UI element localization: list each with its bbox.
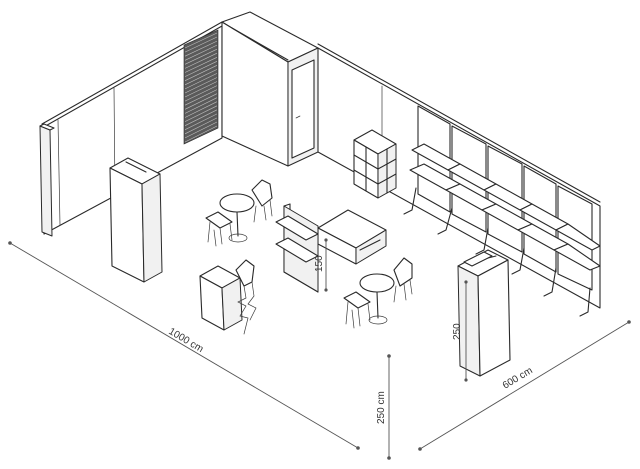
slat-line [184,65,218,81]
wall-shelves [409,143,601,271]
slatted-panel [183,29,219,145]
counter-height-label: 150 [314,255,325,272]
bistro-set-1 [205,179,273,247]
slat-line [184,113,218,130]
reception-desk [199,259,257,335]
wall-height-label: 250 cm [376,391,387,424]
right-column [457,249,511,377]
slat-line [184,69,218,86]
slat-line [184,73,218,90]
slat-lines [184,32,218,143]
slat-line [184,109,218,126]
bistro-set-2 [343,257,413,329]
shelf-brackets [403,187,591,317]
slat-line [184,57,218,73]
left-column [109,157,163,283]
slat-line [184,81,218,98]
column-height-label: 250 [452,323,463,340]
slat-line [184,44,218,61]
dimension-width: 600 cm [418,320,631,451]
storage-room [221,11,319,167]
slat-line [184,93,218,110]
slat-line [184,125,218,143]
slat-line [184,97,218,114]
storage-door [291,59,315,159]
slat-line [184,32,218,49]
slat-line [184,105,218,122]
cube-shelf-unit [353,129,397,199]
slat-line [184,61,218,77]
slat-line [184,101,218,118]
dimension-column: 250 [452,280,468,382]
length-label: 1000 cm [166,326,205,355]
dimension-height: 250 cm [376,354,391,460]
front-display-shelf [275,203,319,293]
center-counter [317,209,387,265]
slat-line [184,77,218,94]
slat-line [184,52,218,69]
dimension-150: 150 [314,238,328,292]
left-end-panel [39,123,55,237]
slat-line [184,117,218,135]
slat-line [184,121,218,139]
width-label: 600 cm [501,365,535,391]
slat-line [184,48,218,65]
slat-line [184,40,218,57]
slat-line [184,89,218,106]
slat-line [184,36,218,53]
slat-line [184,85,218,102]
